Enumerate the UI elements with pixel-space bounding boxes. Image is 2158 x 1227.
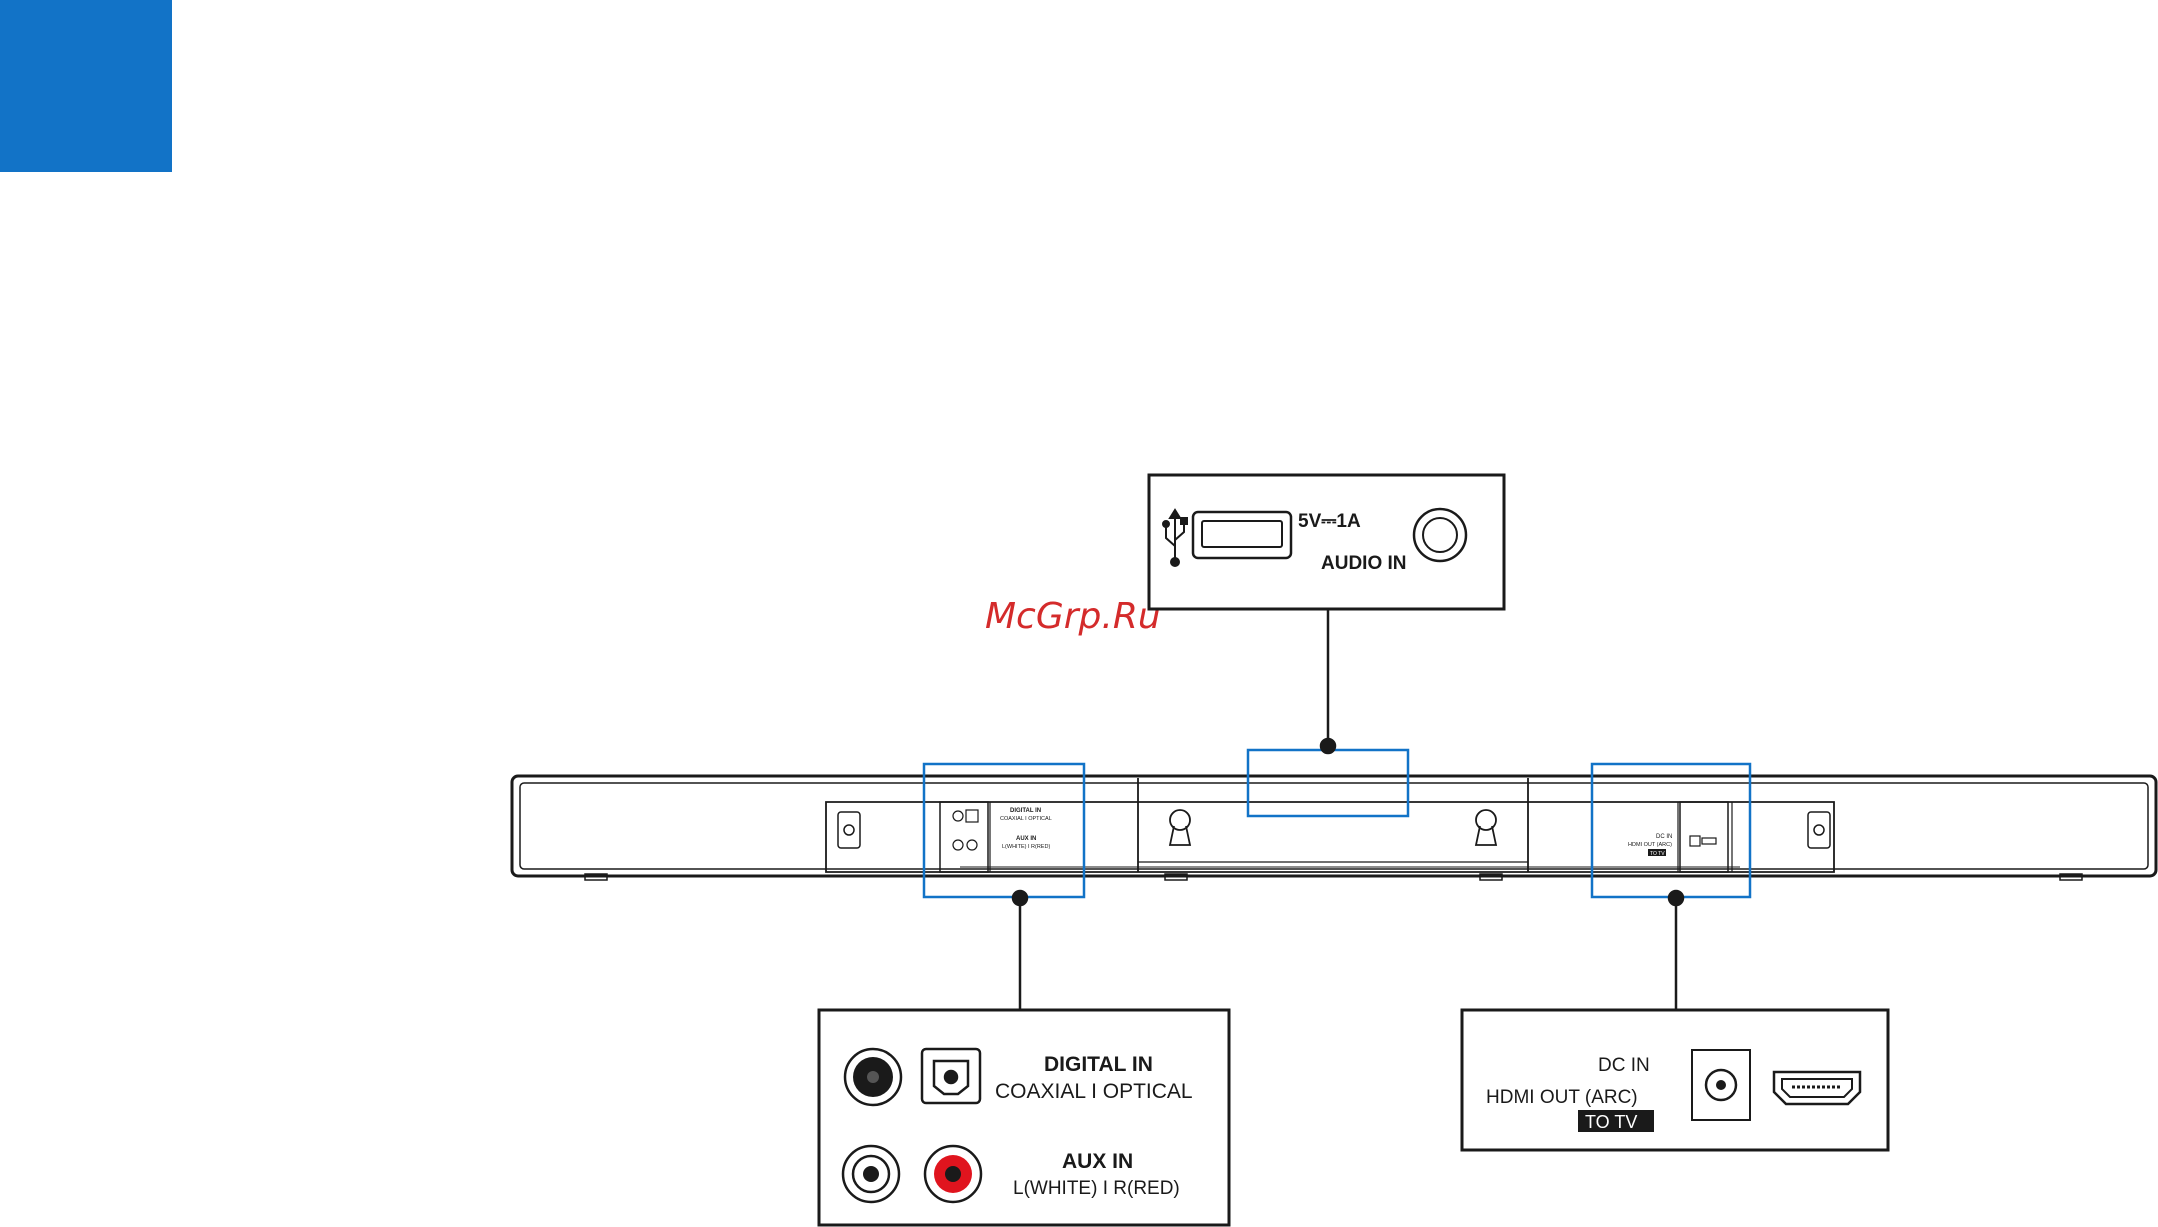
svg-text:AUX IN: AUX IN [1016,836,1036,842]
left-end-screw-plate [838,812,860,848]
svg-text:L(WHITE) I R(RED): L(WHITE) I R(RED) [1002,844,1050,850]
coaxial-jack [845,1049,901,1105]
audio-in-label: AUDIO IN [1321,553,1407,574]
wall-mount-keyhole-right [1476,810,1496,845]
svg-text:HDMI OUT (ARC): HDMI OUT (ARC) [1628,842,1672,848]
soundbar-left-ports-miniature [953,810,978,850]
aux-red-jack [925,1146,981,1202]
usb-rating-label: 5V⎓1A [1298,511,1361,532]
digital-in-title: DIGITAL IN [1044,1053,1153,1076]
to-tv-label: TO TV [1585,1112,1637,1132]
callout-panel-left: DIGITAL IN COAXIAL I OPTICAL AUX IN L(WH… [819,1010,1229,1225]
svg-text:TO TV: TO TV [1650,851,1665,857]
soundbar-right-ports-miniature [1690,836,1716,846]
soundbar [512,776,2156,880]
hdmi-out-label: HDMI OUT (ARC) [1486,1087,1638,1108]
soundbar-inner-shell [520,783,2148,869]
soundbar-outer-shell [512,776,2156,876]
left-connector-recess [940,802,988,872]
watermark-text: McGrp.Ru [985,596,1161,637]
leader-lines [1013,610,1683,1010]
dc-in-label: DC IN [1598,1055,1650,1076]
svg-text:COAXIAL I OPTICAL: COAXIAL I OPTICAL [1000,816,1052,822]
aux-in-title: AUX IN [1062,1150,1133,1173]
soundbar-right-labels-miniature: DC IN HDMI OUT (ARC) TO TV [1628,834,1672,857]
right-connector-recess [1680,802,1728,872]
aux-in-subtitle: L(WHITE) I R(RED) [1013,1178,1180,1199]
digital-in-subtitle: COAXIAL I OPTICAL [995,1080,1193,1103]
soundbar-left-labels-miniature: DIGITAL IN COAXIAL I OPTICAL AUX IN L(WH… [1000,808,1052,850]
wall-mount-keyhole-left [1170,810,1190,845]
callout-panel-top: 5V⎓1A AUDIO IN [1149,475,1504,609]
callout-panel-right: DC IN HDMI OUT (ARC) TO TV [1462,1010,1888,1150]
svg-text:DIGITAL IN: DIGITAL IN [1010,808,1041,814]
right-end-screw-plate [1808,812,1830,848]
svg-text:DC IN: DC IN [1656,834,1672,840]
